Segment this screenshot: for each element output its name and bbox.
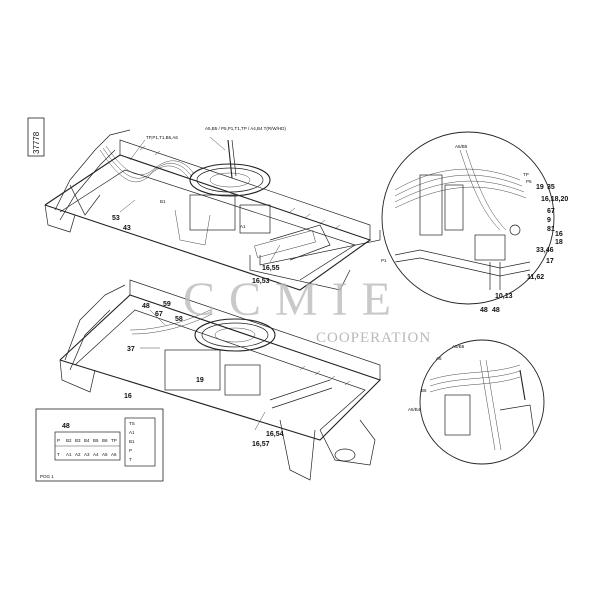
label-67: 67 bbox=[547, 208, 555, 215]
label-16-55: 16,55 bbox=[262, 265, 280, 272]
label-19: 19 bbox=[536, 184, 544, 191]
label-19: 19 bbox=[196, 377, 204, 384]
watermark-brand: CCMIE bbox=[183, 273, 405, 326]
schematic-side-label: T bbox=[129, 457, 132, 462]
schematic-port-label: B6 bbox=[102, 438, 108, 443]
label-53: 53 bbox=[112, 215, 120, 222]
label-p1: P1 bbox=[381, 258, 387, 263]
schematic-port-label: A3 bbox=[84, 452, 90, 457]
label-17: 17 bbox=[546, 258, 554, 265]
label-43: 43 bbox=[123, 225, 131, 232]
schematic-port-label: B3 bbox=[75, 438, 81, 443]
schematic-side-label: P bbox=[129, 448, 132, 453]
detail-circle-lower: A5/B6 A6 B6 A5/B4 bbox=[408, 339, 545, 465]
label-35: 35 bbox=[547, 184, 555, 191]
label-9: 9 bbox=[547, 217, 551, 224]
schematic-port-label: A4 bbox=[93, 452, 99, 457]
drawing-number: 37778 bbox=[32, 131, 41, 154]
label-11-62: 11,62 bbox=[527, 274, 544, 281]
label-a5-block: A5,B5 / P5,P1,T1,TP / A4,B4 T(R/W/HD) bbox=[205, 126, 286, 131]
schematic-side-label: TS bbox=[129, 421, 135, 426]
label-a5b4: A5/B4 bbox=[408, 407, 421, 412]
label-b1: B1 bbox=[160, 199, 166, 204]
schematic-port-label: A2 bbox=[75, 452, 81, 457]
schematic-port-label: P bbox=[57, 438, 60, 443]
schematic-port-label: B4 bbox=[84, 438, 90, 443]
label-a5b6: A5/B6 bbox=[452, 344, 465, 349]
schematic-side-label: A1 bbox=[129, 430, 135, 435]
label-59: 59 bbox=[163, 301, 171, 308]
label-16: 16 bbox=[124, 393, 132, 400]
schematic-port-label: B2 bbox=[66, 438, 72, 443]
top-assembly-view: TP,P1,T1,B6,A6 A5,B5 / P5,P1,T1,TP / A4,… bbox=[44, 126, 381, 291]
watermark-sub: COOPERATION bbox=[316, 330, 431, 346]
label-a6: A6 bbox=[436, 356, 442, 361]
label-18: 18 bbox=[555, 239, 563, 246]
label-tp: TP bbox=[523, 172, 529, 177]
schematic-title: 48 bbox=[62, 423, 70, 430]
schematic-side-label: B1 bbox=[129, 439, 135, 444]
label-67: 67 bbox=[155, 311, 163, 318]
schematic-port-label: A5 bbox=[102, 452, 108, 457]
schematic-footer: POG 1 bbox=[40, 474, 54, 479]
schematic-port-label: TP bbox=[111, 438, 117, 443]
label-48-b: 48 bbox=[492, 307, 500, 314]
label-16: 16 bbox=[555, 231, 563, 238]
schematic-port-label: B5 bbox=[93, 438, 99, 443]
label-37: 37 bbox=[127, 346, 135, 353]
schematic-port-label: T bbox=[57, 452, 60, 457]
label-33-46: 33,46 bbox=[536, 247, 554, 254]
watermark: CCMIE COOPERATION bbox=[183, 273, 431, 346]
detail-circle-upper: P1 A5/B5 TP P5 19 35 16,18,20 67 9 81 16… bbox=[381, 131, 568, 314]
label-16-54: 16,54 bbox=[266, 431, 284, 438]
drawing-number-box: 37778 bbox=[27, 117, 45, 157]
schematic-port-label: A6 bbox=[111, 452, 117, 457]
label-10-13: 10,13 bbox=[495, 293, 513, 300]
label-b6: B6 bbox=[421, 388, 427, 393]
bottom-assembly-view: 48 59 67 58 37 16 19 16,54 16,57 bbox=[59, 279, 382, 481]
label-p5: P5 bbox=[526, 179, 532, 184]
schematic-port-label: A1 bbox=[66, 452, 72, 457]
label-a5b5: A5/B5 bbox=[455, 144, 468, 149]
label-16-57: 16,57 bbox=[252, 441, 270, 448]
label-16-18-20: 16,18,20 bbox=[541, 196, 568, 203]
label-a1: A1 bbox=[240, 224, 246, 229]
label-81: 81 bbox=[547, 226, 555, 233]
label-16-53: 16,53 bbox=[252, 278, 270, 285]
label-48: 48 bbox=[142, 303, 150, 310]
label-tp-line: TP,P1,T1,B6,A6 bbox=[146, 135, 178, 140]
label-58: 58 bbox=[175, 316, 183, 323]
label-48-a: 48 bbox=[480, 307, 488, 314]
